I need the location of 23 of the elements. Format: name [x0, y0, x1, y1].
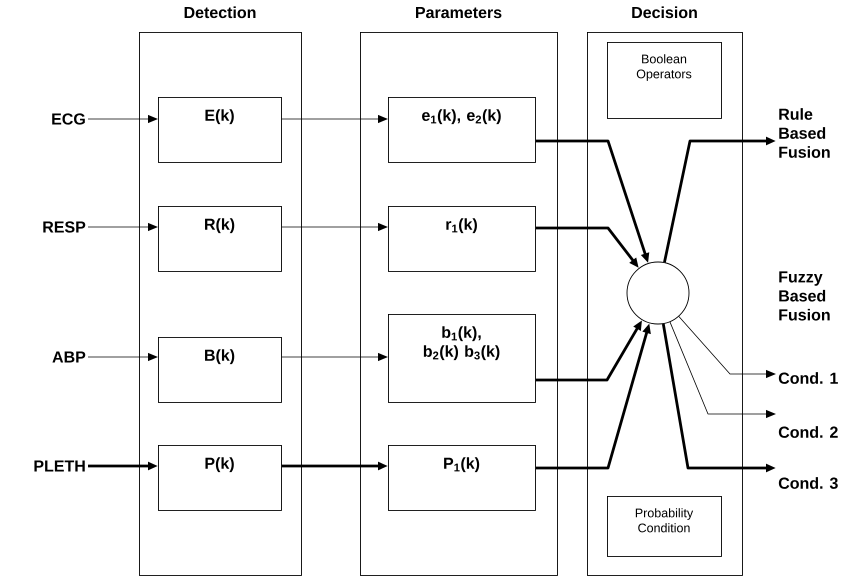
text-label: Fuzzy Based Fusion [779, 271, 830, 321]
signal-label: ABP [52, 351, 86, 362]
process-box: R(k) [158, 206, 282, 272]
process-box: r$_{1}$(k) [388, 206, 536, 272]
process-box: Boolean Operators [607, 42, 722, 119]
process-box: e$_{1}$(k), e$_{2}$(k) [388, 97, 536, 163]
process-box: P$_{1}$(k) [388, 445, 536, 511]
process-box: B(k) [158, 337, 282, 403]
node-label: Decision [632, 6, 697, 18]
node-label: Parameters [416, 6, 502, 18]
output-label: Cond. 3 [778, 477, 838, 489]
output-label: Rule Based Fusion [779, 108, 830, 158]
signal-label: RESP [43, 221, 86, 233]
signal-label: ECG [52, 113, 85, 125]
output-label: Cond. 2 [778, 426, 838, 438]
process-box: E(k) [158, 97, 282, 163]
signal-label: PLETH [34, 460, 85, 472]
process-box: P(k) [158, 445, 282, 511]
fusion-circle [626, 262, 690, 324]
node-label: Detection [184, 6, 256, 18]
output-label: Cond. 1 [778, 372, 838, 384]
process-box: b$_{1}$(k), b$_{2}$(k) b$_{3}$(k) [388, 314, 536, 403]
process-box: Probability Condition [607, 496, 722, 557]
